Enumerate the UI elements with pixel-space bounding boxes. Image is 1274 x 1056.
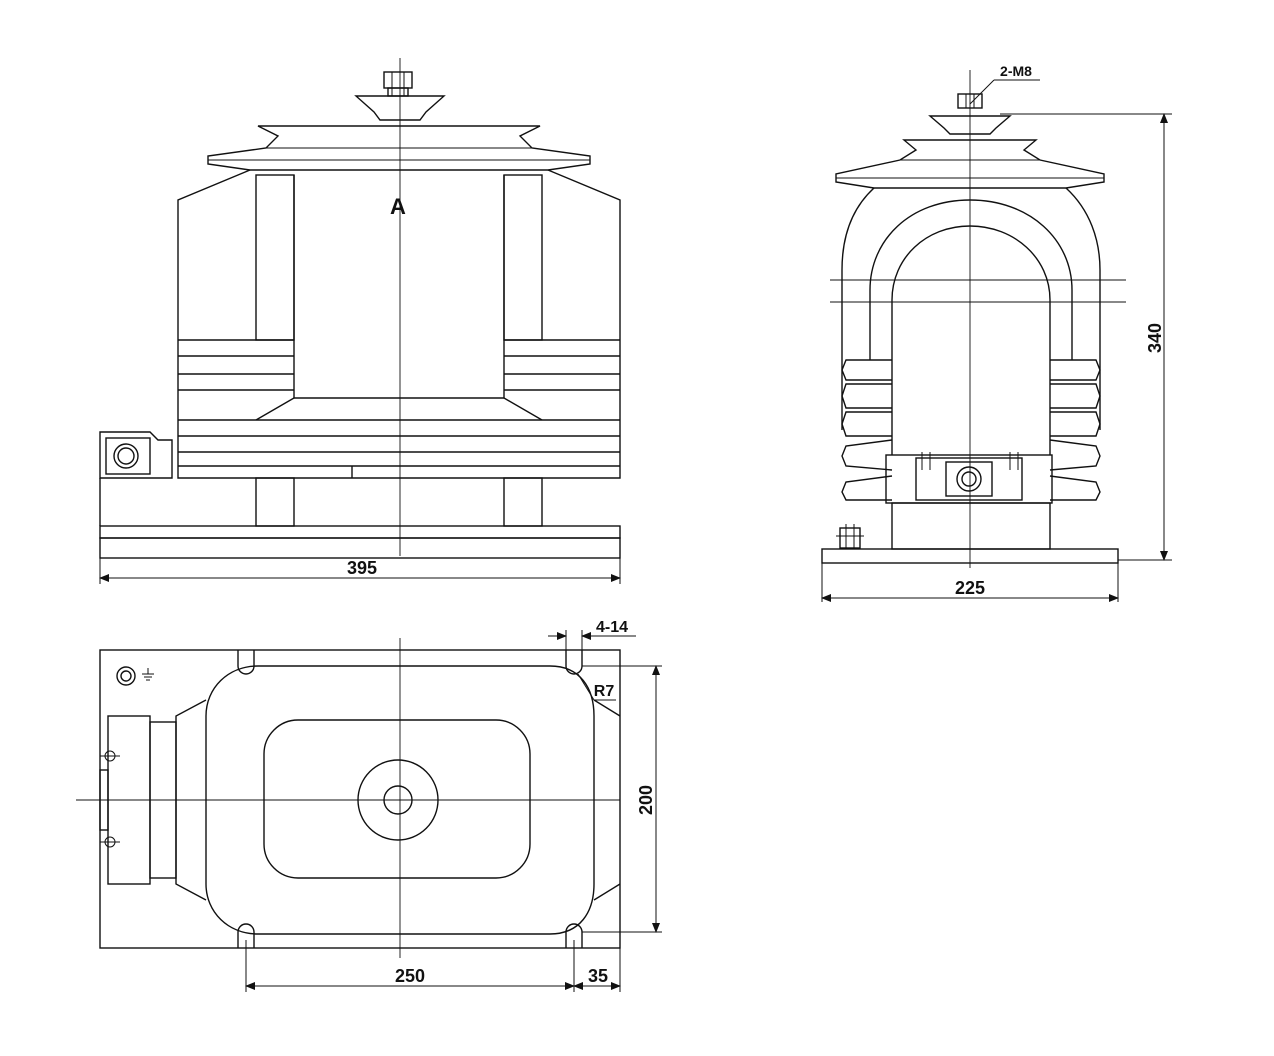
plan-view: 4-14 R7 200 250 35 xyxy=(76,619,662,992)
front-width-dimension: 395 xyxy=(99,540,621,584)
plan-holes-callout: 4-14 xyxy=(548,619,636,650)
side-terminal-block xyxy=(885,452,1053,504)
plan-inner-panel xyxy=(263,719,531,879)
plan-bushing-inner xyxy=(383,785,413,815)
front-terminal-box xyxy=(99,431,173,479)
plan-radius-label: R7 xyxy=(594,683,615,700)
front-body-outline xyxy=(177,169,621,479)
terminal-bolt-icon xyxy=(836,524,864,549)
plan-holes-label: 4-14 xyxy=(596,619,628,636)
side-width-dimension: 225 xyxy=(821,563,1119,602)
front-base-plate xyxy=(99,525,621,539)
plan-edge-offset-label: 35 xyxy=(588,966,608,986)
side-height-dimension: 340 xyxy=(1000,113,1172,561)
front-view: A 395 xyxy=(99,58,621,584)
side-arch-outer xyxy=(841,187,1101,430)
side-top-bolt xyxy=(957,93,983,109)
side-height-label: 340 xyxy=(1145,323,1165,353)
plan-depth-label: 200 xyxy=(636,785,656,815)
side-bolt-callout: 2-M8 xyxy=(969,63,1040,105)
front-right-column xyxy=(503,174,543,341)
plan-depth-dimension: 200 xyxy=(582,665,662,933)
side-view: 2-M8 340 225 xyxy=(821,63,1172,602)
front-width-label: 395 xyxy=(347,558,377,578)
plan-terminal-box xyxy=(99,715,177,885)
plan-bushing-outer xyxy=(357,759,439,841)
section-label: A xyxy=(390,194,406,219)
front-top-bolt xyxy=(383,71,413,97)
side-bolt-label: 2-M8 xyxy=(1000,63,1032,79)
plan-spacing-label: 250 xyxy=(395,966,425,986)
plan-radius-callout: R7 xyxy=(577,673,616,701)
ground-symbol-icon xyxy=(116,666,154,686)
side-arch-middle xyxy=(869,199,1073,360)
side-arch-inner xyxy=(891,225,1051,360)
side-left-sheds xyxy=(841,359,893,501)
front-coil-bands xyxy=(178,339,620,478)
front-insulator-cap xyxy=(354,95,446,121)
plan-spacing-dimension: 250 35 xyxy=(245,940,621,992)
front-left-column xyxy=(255,174,295,341)
side-width-label: 225 xyxy=(955,578,985,598)
side-base-plate xyxy=(821,548,1119,564)
side-right-sheds xyxy=(1049,359,1101,501)
plan-base-plate xyxy=(99,649,621,949)
plan-body-outline xyxy=(205,665,595,935)
